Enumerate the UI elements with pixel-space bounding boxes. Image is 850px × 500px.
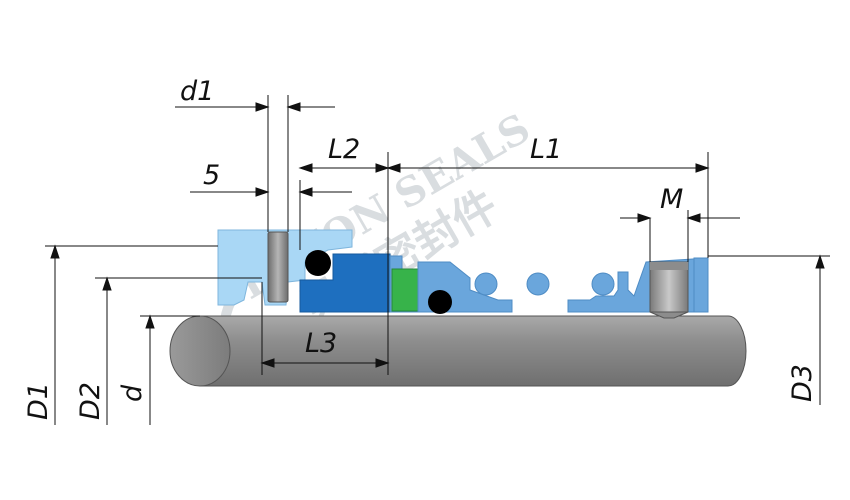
collar-end-wall (693, 257, 709, 313)
spring-coil (474, 272, 498, 296)
spring-coil (526, 272, 550, 296)
green-face (391, 268, 419, 312)
spring-coil (591, 272, 615, 296)
label-L3: L3 (305, 328, 337, 359)
label-D3: D3 (787, 364, 818, 402)
stationary-oring (305, 250, 331, 276)
dimension-lines (45, 95, 830, 425)
label-L2: L2 (328, 134, 360, 165)
set-screw (649, 261, 689, 319)
label-M: M (660, 184, 683, 215)
shaft (169, 315, 747, 387)
label-d1: d1 (180, 76, 214, 107)
shaft-oring (428, 290, 452, 314)
label-5: 5 (203, 160, 220, 191)
label-d: d (117, 384, 148, 402)
label-D2: D2 (75, 382, 106, 420)
label-L1: L1 (530, 134, 562, 165)
anti-rotation-pin (267, 231, 289, 303)
rotating-face (299, 253, 391, 313)
label-D1: D1 (23, 382, 54, 420)
